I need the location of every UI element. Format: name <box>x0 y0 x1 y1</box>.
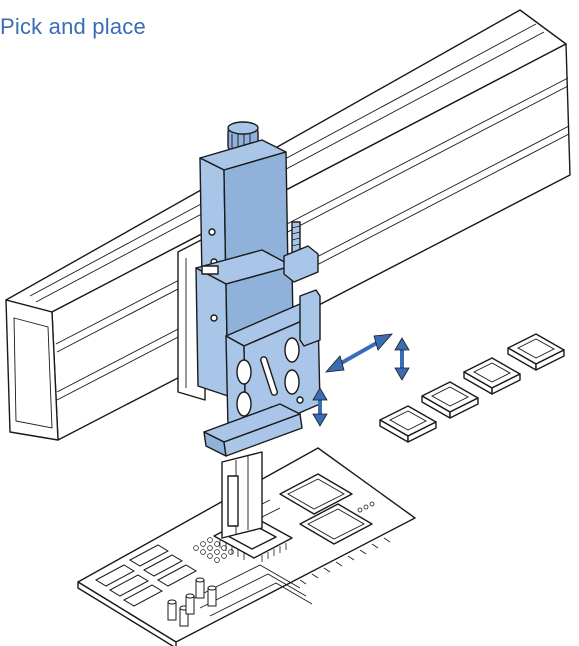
feeder-chip <box>507 333 565 371</box>
z-axis-arrow-right <box>394 337 410 381</box>
z-axis-arrow-left <box>312 387 328 427</box>
placement-head <box>195 121 321 457</box>
diagram-title: Pick and place <box>0 14 146 39</box>
motion-arrows <box>312 333 410 427</box>
component-feeder-row <box>379 333 565 443</box>
y-axis-arrow <box>325 333 393 373</box>
suction-nozzle <box>221 451 263 539</box>
feeder-chip <box>463 357 521 395</box>
feeder-chip <box>379 405 437 443</box>
feeder-chip <box>421 381 479 419</box>
